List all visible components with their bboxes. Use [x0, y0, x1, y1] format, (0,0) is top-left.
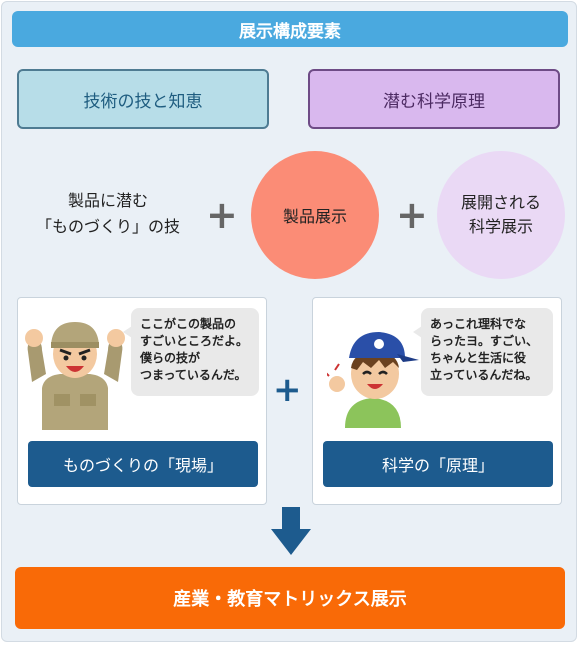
- student-icon: [327, 332, 419, 428]
- craftsman-speech-bubble: ここがこの製品の すごいところだよ。 僕らの技が つまっているんだ。: [123, 308, 259, 396]
- category-science-principle: 潜む科学原理: [308, 69, 560, 129]
- result-exhibit-label: 産業・教育マトリックス展示: [173, 589, 407, 610]
- science-exhibit-line1: 展開される: [460, 193, 541, 212]
- science-exhibit-circle: 展開される 科学展示: [437, 151, 565, 279]
- plus-sign-right: +: [396, 193, 428, 237]
- bubble-line: らったヨ。すごい、: [430, 334, 539, 348]
- panel-workshop: ここがこの製品の すごいところだよ。 僕らの技が つまっているんだ。 ものづくり…: [17, 297, 267, 505]
- result-exhibit-bar: 産業・教育マトリックス展示: [15, 567, 565, 629]
- bubble-line: 僕らの技が: [140, 351, 201, 365]
- arrow-down-icon: [271, 507, 311, 555]
- student-speech-bubble: あっこれ理科でな らったヨ。すごい、 ちゃんと生活に役 立っているんだね。: [413, 308, 553, 396]
- category-skill-knowledge: 技術の技と知恵: [17, 69, 269, 129]
- product-exhibit-label: 製品展示: [282, 207, 347, 226]
- panel-principle: あっこれ理科でな らったヨ。すごい、 ちゃんと生活に役 立っているんだね。 科学…: [312, 297, 562, 505]
- plus-sign-left: +: [206, 193, 238, 237]
- science-exhibit-line2: 科学展示: [468, 217, 533, 236]
- bubble-line: つまっているんだ。: [140, 368, 247, 382]
- left-text-line1: 製品に潜む: [67, 191, 148, 210]
- category-left-label: 技術の技と知恵: [83, 91, 203, 112]
- bubble-line: ここがこの製品の: [140, 317, 237, 331]
- left-text-line2: 「ものづくり」の技: [35, 217, 180, 236]
- title-bar: 展示構成要素: [12, 11, 568, 47]
- principle-button[interactable]: 科学の「原理」: [323, 441, 553, 487]
- bubble-line: 立っているんだね。: [430, 368, 538, 382]
- panels-plus-sign: +: [273, 370, 302, 410]
- hidden-craft-skill-text: 製品に潜む 「ものづくり」の技: [18, 188, 198, 240]
- principle-button-label: 科学の「原理」: [381, 456, 494, 475]
- workshop-button-label: ものづくりの「現場」: [62, 456, 223, 475]
- title-text: 展示構成要素: [239, 21, 341, 42]
- bubble-line: あっこれ理科でな: [430, 317, 527, 331]
- category-right-label: 潜む科学原理: [383, 91, 485, 112]
- craftsman-icon: [25, 322, 125, 430]
- bubble-line: すごいところだよ。: [140, 334, 249, 348]
- bubble-line: ちゃんと生活に役: [430, 351, 527, 365]
- workshop-button[interactable]: ものづくりの「現場」: [28, 441, 258, 487]
- product-exhibit-circle: 製品展示: [251, 151, 379, 279]
